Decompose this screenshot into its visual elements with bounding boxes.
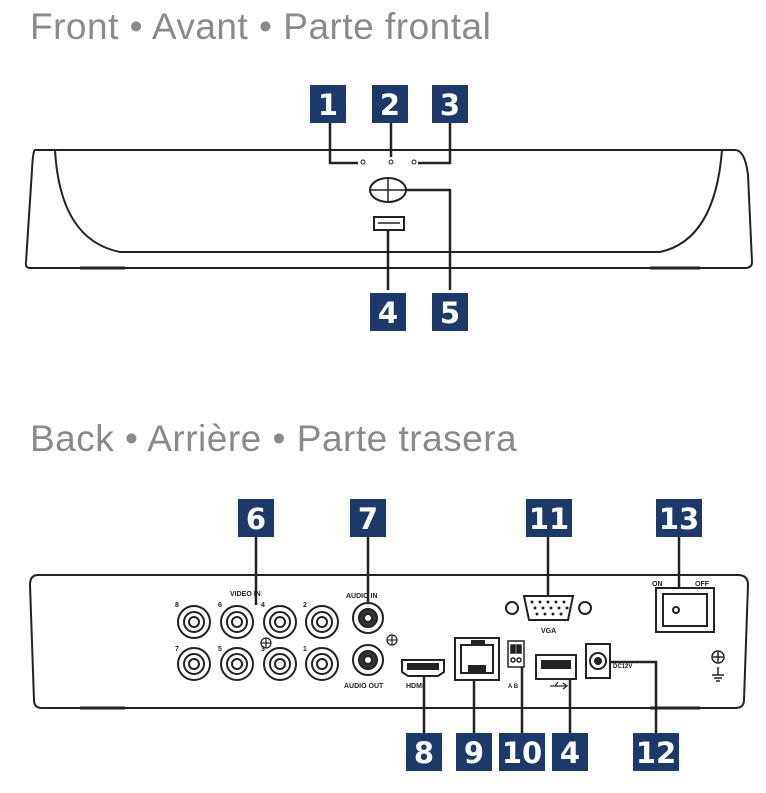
- svg-text:4: 4: [560, 736, 580, 770]
- vga-port: [505, 595, 592, 621]
- svg-text:5: 5: [440, 296, 460, 330]
- power-switch: [655, 587, 715, 633]
- callout-13: 13: [656, 499, 702, 537]
- svg-text:13: 13: [659, 502, 699, 536]
- video-in-label: VIDEO IN: [230, 591, 261, 598]
- svg-text:1: 1: [318, 88, 338, 122]
- rs485-label: A B: [508, 684, 519, 690]
- callout-7: 7: [350, 499, 386, 537]
- ground-terminal: [711, 650, 725, 682]
- bnc-label-1: 1: [303, 646, 307, 653]
- switch-on-label: ON: [652, 581, 663, 588]
- svg-text:6: 6: [246, 502, 266, 536]
- callout-2: 2: [372, 85, 408, 123]
- callout-3: 3: [432, 85, 468, 123]
- hdmi-label: HDMI: [406, 683, 424, 690]
- svg-text:11: 11: [529, 502, 569, 536]
- svg-text:3: 3: [440, 88, 460, 122]
- dc-label: DC12V: [613, 664, 632, 670]
- lan-port: [454, 637, 500, 681]
- callout-1: 1: [310, 85, 346, 123]
- callout-9: 9: [456, 733, 492, 771]
- callout-11: 11: [526, 499, 572, 537]
- svg-text:12: 12: [636, 736, 676, 770]
- bnc-label-2: 2: [303, 602, 307, 609]
- ground-symbol-small: [260, 637, 272, 649]
- audio-in-label: AUDIO IN: [346, 593, 378, 600]
- bnc-label-8: 8: [175, 602, 179, 609]
- switch-off-label: OFF: [695, 581, 710, 588]
- bnc-label-5: 5: [218, 646, 222, 653]
- svg-text:9: 9: [464, 736, 484, 770]
- video-in-bnc-group: [177, 605, 339, 681]
- ir-receiver: [369, 177, 407, 203]
- bnc-label-6: 6: [218, 602, 222, 609]
- front-heading: Front • Avant • Parte frontal: [30, 6, 492, 47]
- callout-4-back: 4: [552, 733, 588, 771]
- svg-text:8: 8: [414, 736, 434, 770]
- audio-out-label: AUDIO OUT: [344, 683, 384, 690]
- svg-text:7: 7: [358, 502, 378, 536]
- callout-8: 8: [406, 733, 442, 771]
- bnc-label-4: 4: [261, 602, 265, 609]
- svg-text:2: 2: [380, 88, 400, 122]
- rs485-terminal: [507, 640, 525, 668]
- callout-5: 5: [432, 293, 468, 331]
- callout-12: 12: [633, 733, 679, 771]
- back-panel: [28, 574, 750, 710]
- front-panel: [24, 149, 754, 270]
- led-1: [360, 159, 366, 165]
- callout-10: 10: [499, 733, 545, 771]
- svg-text:4: 4: [378, 296, 398, 330]
- led-3: [411, 159, 417, 165]
- hdmi-port: [401, 659, 445, 677]
- bnc-label-7: 7: [175, 646, 179, 653]
- back-heading: Back • Arrière • Parte trasera: [30, 418, 518, 459]
- rear-usb-port: [535, 654, 577, 680]
- dc-power-jack: [585, 643, 611, 679]
- led-2: [388, 159, 394, 165]
- svg-text:10: 10: [502, 736, 542, 770]
- bnc-label-3: 3: [261, 646, 265, 653]
- callout-4-front: 4: [370, 293, 406, 331]
- vga-label: VGA: [541, 628, 556, 635]
- callout-6: 6: [238, 499, 274, 537]
- usb-icon: [550, 681, 568, 690]
- audio-jacks: [352, 602, 398, 676]
